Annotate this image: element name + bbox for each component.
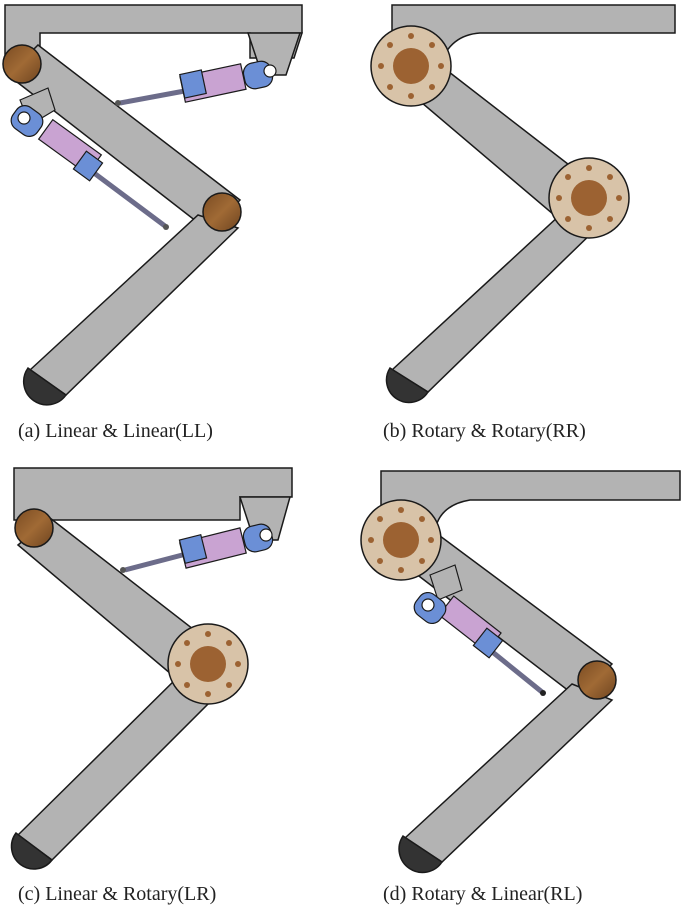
foot xyxy=(398,834,444,874)
foot xyxy=(22,366,68,406)
hip-joint xyxy=(14,508,54,548)
hip-joint xyxy=(2,44,42,84)
shank-link xyxy=(28,214,240,396)
caption-a: (a) Linear & Linear(LL) xyxy=(18,420,213,442)
foot xyxy=(10,831,54,870)
shank-link xyxy=(403,683,614,863)
panel-a xyxy=(2,4,304,406)
foot xyxy=(385,366,430,404)
shank-link xyxy=(16,674,224,861)
thigh-bracket xyxy=(429,564,463,601)
panel-c xyxy=(10,467,293,870)
panel-d xyxy=(360,470,681,874)
hip-rotary-actuator xyxy=(360,499,442,581)
hip-rotary-actuator xyxy=(370,25,452,107)
knee-linear-actuator xyxy=(413,591,546,696)
knee-rotary-actuator xyxy=(167,623,249,705)
hip-linear-actuator xyxy=(120,523,274,573)
knee-joint xyxy=(202,192,242,232)
knee-rotary-actuator xyxy=(548,157,630,239)
knee-joint xyxy=(577,660,617,700)
caption-d: (d) Rotary & Linear(RL) xyxy=(383,883,582,905)
caption-c: (c) Linear & Rotary(LR) xyxy=(18,883,216,905)
caption-b: (b) Rotary & Rotary(RR) xyxy=(383,420,586,442)
hip-linear-actuator xyxy=(115,60,277,106)
knee-linear-actuator xyxy=(10,105,169,230)
panel-b xyxy=(370,4,676,404)
shank-link xyxy=(390,214,602,393)
